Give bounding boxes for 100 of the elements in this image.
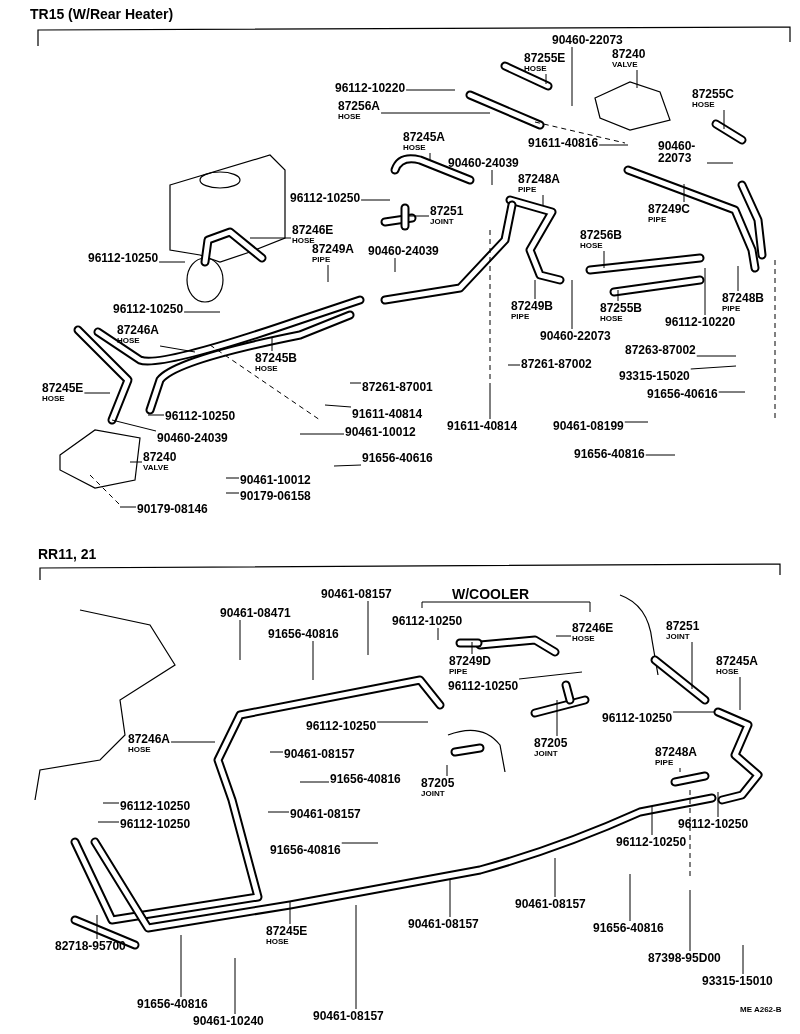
leader-line <box>672 711 716 713</box>
part-number: 91656-40816 <box>330 773 401 785</box>
part-number: 90460-24039 <box>368 245 439 257</box>
part-number: 96112-10250 <box>602 712 673 724</box>
part-type: HOSE <box>255 365 279 373</box>
part-number: 91611-40814 <box>352 408 423 420</box>
leader-line <box>111 419 157 432</box>
part-type: HOSE <box>600 315 624 323</box>
leader-line <box>690 365 737 370</box>
part-type: JOINT <box>430 218 455 226</box>
part-number: 87246E <box>572 622 614 634</box>
part-number: 90461-08157 <box>284 748 355 760</box>
leader-line <box>739 676 741 711</box>
leader-line <box>683 183 685 203</box>
part-number: 87256A <box>338 100 381 112</box>
part-number: 87248A <box>655 746 698 758</box>
part-number: 91656-40816 <box>137 998 208 1010</box>
part-number: 87246A <box>128 733 171 745</box>
leader-line <box>542 194 544 206</box>
part-number: 87249B <box>511 300 554 312</box>
part-number: 87255E <box>524 52 566 64</box>
part-number: 87249C <box>648 203 691 215</box>
part-number: 87245E <box>266 925 308 937</box>
leader-line <box>170 741 216 743</box>
part-number: 96112-10250 <box>678 818 749 830</box>
leader-line <box>489 387 491 420</box>
leader-line <box>737 265 739 292</box>
part-number: 87240 <box>612 48 646 60</box>
part-number: 87251 <box>430 205 464 217</box>
part-number: 96112-10250 <box>88 252 159 264</box>
leader-line <box>556 699 558 737</box>
part-number: 90461-08157 <box>515 898 586 910</box>
leader-line <box>691 641 693 690</box>
part-number: 87255B <box>600 302 643 314</box>
part-number: 90460-24039 <box>448 157 519 169</box>
part-number: 87251 <box>666 620 700 632</box>
leader-line <box>349 382 362 384</box>
leader-line <box>449 879 451 918</box>
part-number: 90460-22073 <box>552 34 623 46</box>
part-number: 90461-10240 <box>193 1015 264 1027</box>
leader-line <box>312 640 314 681</box>
leader-line <box>598 144 629 146</box>
leader-line <box>651 805 653 836</box>
part-number: 90460-22073 <box>658 140 697 164</box>
drawing-code: ME A262-B <box>740 1005 782 1014</box>
leader-line <box>723 109 725 130</box>
part-number: 90179-06158 <box>240 490 311 502</box>
part-number: 90461-08199 <box>553 420 624 432</box>
leader-line <box>394 257 396 273</box>
part-number: 90461-08471 <box>220 607 291 619</box>
part-type: JOINT <box>666 633 691 641</box>
leader-line <box>742 944 744 975</box>
part-type: PIPE <box>312 256 332 264</box>
leader-line <box>718 391 746 393</box>
part-number: 91656-40616 <box>362 452 433 464</box>
part-type: VALVE <box>612 61 639 69</box>
part-number: 90461-08157 <box>290 808 361 820</box>
part-number: 87245B <box>255 352 298 364</box>
part-number: 91656-40816 <box>268 628 339 640</box>
part-number: 90461-08157 <box>408 918 479 930</box>
leader-line <box>249 237 292 239</box>
part-number: 90460-24039 <box>157 432 228 444</box>
part-number: 90461-08157 <box>321 588 392 600</box>
part-number: 96112-10250 <box>290 192 361 204</box>
leader-line <box>225 477 240 479</box>
leader-line <box>645 454 676 456</box>
part-number: 87249A <box>312 243 355 255</box>
part-number: 96112-10250 <box>392 615 463 627</box>
leader-line <box>183 311 221 313</box>
leader-line <box>534 279 536 300</box>
part-type: PIPE <box>655 759 675 767</box>
part-number: 87245A <box>403 131 446 143</box>
part-number: 87263-87002 <box>625 344 696 356</box>
leader-line <box>624 421 649 423</box>
part-number: 87205 <box>421 777 455 789</box>
part-type: PIPE <box>511 313 531 321</box>
leader-line <box>360 199 391 201</box>
leader-line <box>408 215 430 217</box>
section-title: RR11, 21 <box>38 546 97 562</box>
part-type: HOSE <box>524 65 548 73</box>
part-number: 87245E <box>42 382 84 394</box>
part-type: HOSE <box>403 144 427 152</box>
leader-line <box>239 619 241 661</box>
leader-line <box>717 791 719 818</box>
part-number: 96112-10220 <box>665 316 736 328</box>
leader-line <box>545 73 547 85</box>
leader-line <box>83 392 111 394</box>
leader-line <box>341 842 379 844</box>
part-type: HOSE <box>42 395 66 403</box>
part-type: HOSE <box>292 237 316 245</box>
part-number: 90461-08157 <box>313 1010 384 1022</box>
part-number: 87246A <box>117 324 160 336</box>
part-number: 87261-87002 <box>521 358 592 370</box>
leader-line <box>706 162 734 164</box>
part-type: PIPE <box>449 668 469 676</box>
part-type: PIPE <box>518 186 538 194</box>
leader-line <box>405 89 456 91</box>
leader-line <box>679 767 681 773</box>
part-number: 87245A <box>716 655 759 667</box>
part-type: JOINT <box>534 750 559 758</box>
